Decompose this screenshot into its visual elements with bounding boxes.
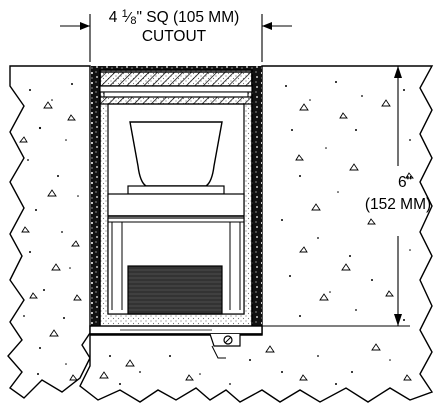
fraction-numerator: 1	[121, 8, 128, 20]
depth-metric-label: (152 MM)	[364, 196, 432, 213]
cutout-dimension-label: 4 1⁄8" SQ (105 MM)	[74, 8, 274, 27]
lamp-reflector	[107, 121, 245, 217]
cutout-rest: " SQ (105 MM)	[136, 9, 240, 26]
depth-dimension-lines	[262, 65, 410, 327]
concrete-speckles	[23, 81, 411, 385]
cutout-whole: 4	[108, 9, 118, 26]
lens-cap	[99, 71, 253, 105]
depth-imperial-label: 6"	[397, 174, 413, 191]
cutout-dimension-lines	[60, 14, 292, 62]
concrete-right	[79, 65, 434, 403]
base-plate	[89, 325, 263, 359]
concrete-left	[7, 65, 91, 399]
driver-housing	[107, 217, 245, 315]
cutout-fraction: 1⁄8	[121, 8, 137, 27]
concrete-aggregate	[19, 99, 414, 381]
cutout-caption: CUTOUT	[141, 28, 207, 45]
fraction-denominator: 8	[130, 15, 137, 27]
